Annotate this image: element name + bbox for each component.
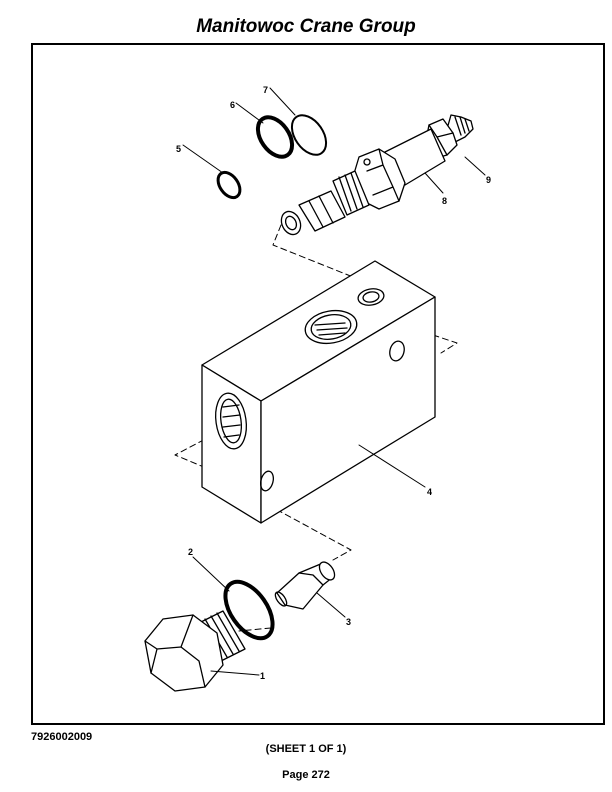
exploded-view-diagram: 5 6 7 8 9 4 3 2 1 [144, 85, 491, 692]
page-number: Page 272 [282, 769, 330, 781]
callout-5: 5 [176, 144, 181, 154]
plunger [274, 561, 336, 610]
sheet-indicator: (SHEET 1 OF 1) [265, 743, 347, 755]
callout-8: 8 [442, 196, 447, 206]
valve-block [201, 260, 436, 524]
hex-plug [144, 610, 246, 692]
callout-2: 2 [188, 547, 193, 557]
diagram-frame: 5 6 7 8 9 4 3 2 1 [31, 43, 605, 725]
o-ring-2 [223, 579, 275, 641]
o-ring-6 [255, 115, 295, 159]
callout-7: 7 [263, 85, 268, 95]
page-header-title: Manitowoc Crane Group [196, 16, 416, 37]
callout-4: 4 [427, 487, 432, 497]
o-ring-5 [216, 170, 242, 200]
valve-cartridge [280, 114, 474, 236]
leader-lines [182, 87, 486, 676]
callout-3: 3 [346, 617, 351, 627]
drawing-number: 7926002009 [31, 731, 93, 743]
o-ring-7 [290, 114, 328, 156]
callout-6: 6 [230, 100, 235, 110]
callout-1: 1 [260, 671, 265, 681]
assembly-centerline [174, 224, 458, 632]
callout-9: 9 [486, 175, 491, 185]
